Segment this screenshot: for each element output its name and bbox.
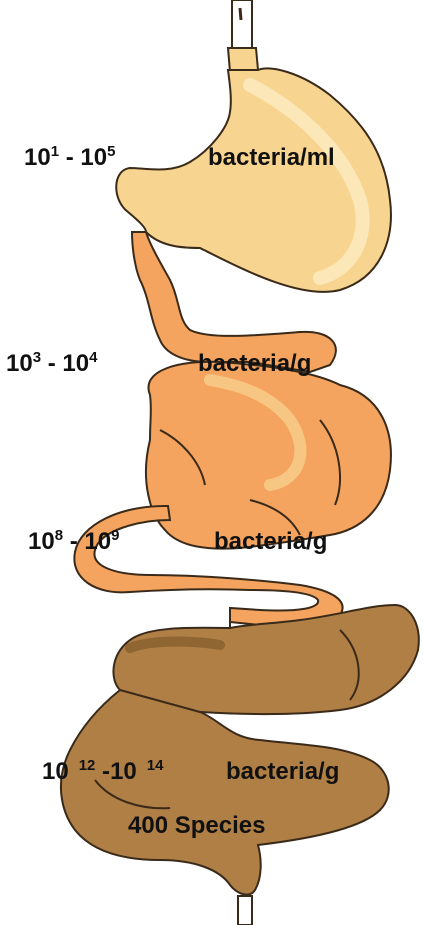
small-intestine [74,232,391,628]
upper-intestine-count-label: 103 - 104 [6,350,97,378]
stomach-unit-label: bacteria/ml [208,144,335,172]
esophagus [228,0,258,72]
lower-intestine-unit-label: bacteria/g [214,528,327,556]
stomach-count-label: 101 - 105 [24,144,115,172]
upper-intestine-unit-label: bacteria/g [198,350,311,378]
species-count-label: 400 Species [128,812,265,840]
lower-intestine-count-label: 108 - 109 [28,528,119,556]
colon-unit-label: bacteria/g [226,758,339,786]
